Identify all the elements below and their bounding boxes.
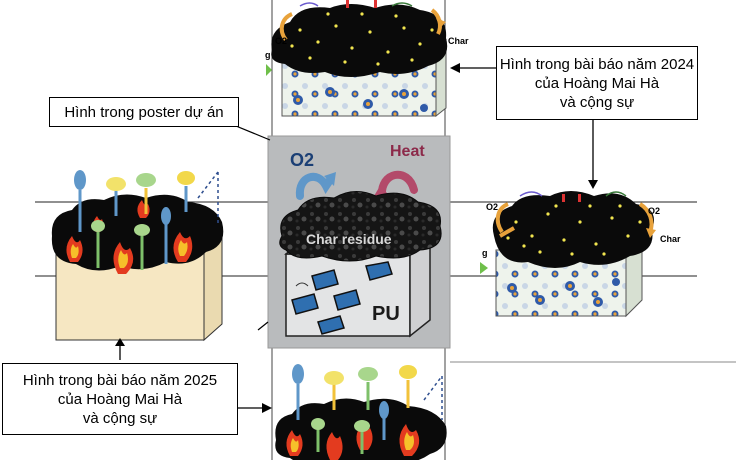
figure-2025-left: [51, 170, 224, 342]
figure-2024-top: O2 Char g: [265, 0, 469, 118]
label-o2-top: O2: [275, 36, 287, 46]
label-char-residue: Char residue: [306, 231, 392, 247]
label-g-right: g: [482, 248, 488, 258]
callout-2025-line2: của Hoàng Mai Hà: [57, 390, 183, 408]
callout-poster-text: Hình trong poster dự án: [64, 103, 224, 121]
label-o2: O2: [290, 150, 314, 170]
figure-poster: O2 Heat Char residue PU: [267, 135, 451, 349]
figure-2025-bottom: [275, 364, 447, 460]
callout-2025-line3: và cộng sự: [82, 409, 158, 427]
callout-2024-line2: của Hoàng Mai Hà: [534, 74, 660, 92]
label-o2-right: O2: [486, 202, 498, 212]
callout-paper-2025: Hình trong bài báo năm 2025 của Hoàng Ma…: [2, 363, 238, 435]
callout-2025-line1: Hình trong bài báo năm 2025: [22, 371, 218, 389]
callout-2024-line3: và cộng sự: [559, 93, 635, 111]
label-pu: PU: [372, 303, 400, 325]
label-g-top: g: [265, 50, 271, 60]
label-char-top: Char: [448, 36, 469, 46]
label-heat: Heat: [390, 143, 425, 160]
figure-2024-right: O2 O2 Char g: [480, 191, 681, 318]
label-o2-right-2: O2: [648, 206, 660, 216]
label-char-right: Char: [660, 234, 681, 244]
callout-poster: Hình trong poster dự án: [49, 97, 239, 127]
callout-2024-line1: Hình trong bài báo năm 2024: [499, 55, 695, 73]
callout-paper-2024: Hình trong bài báo năm 2024 của Hoàng Ma…: [496, 46, 698, 120]
